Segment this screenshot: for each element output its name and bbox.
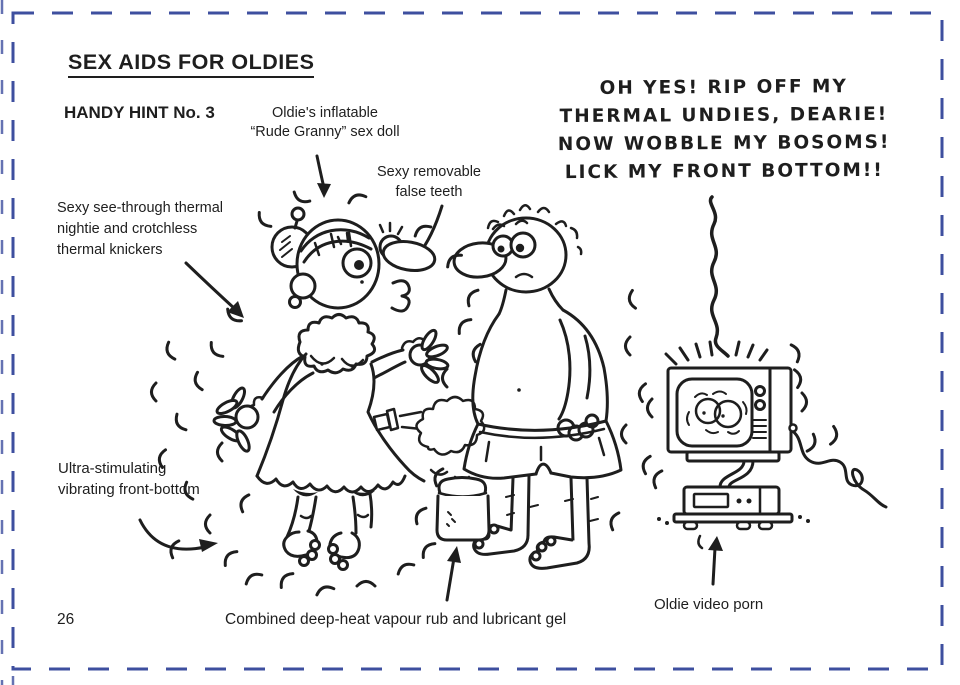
page-title: SEX AIDS FOR OLDIES: [68, 50, 315, 78]
label-false-teeth: Sexy removable false teeth: [377, 164, 481, 200]
rude-granny-doll-illustration: [212, 206, 486, 571]
vapour-rub-jar-illustration: [435, 476, 491, 542]
speech-lettering: OH YES! RIP OFF MY THERMAL UNDIES, DEARI…: [557, 76, 891, 184]
label-thermal-nightie: Sexy see-through thermal nightie and cro…: [57, 200, 224, 258]
handy-hint-heading: HANDY HINT No. 3: [64, 103, 215, 122]
label-video-porn: Oldie video porn: [654, 596, 764, 613]
page-number: 26: [57, 611, 75, 628]
oldie-man-illustration: [452, 204, 623, 570]
label-vibrating-front-bottom: Ultra-stimulating vibrating front-bottom: [58, 460, 200, 498]
label-lubricant-gel: Combined deep-heat vapour rub and lubric…: [225, 611, 567, 628]
label-granny-doll: Oldie's inflatable “Rude Granny” sex dol…: [250, 105, 400, 140]
tv-and-video-player-illustration: [657, 195, 888, 550]
